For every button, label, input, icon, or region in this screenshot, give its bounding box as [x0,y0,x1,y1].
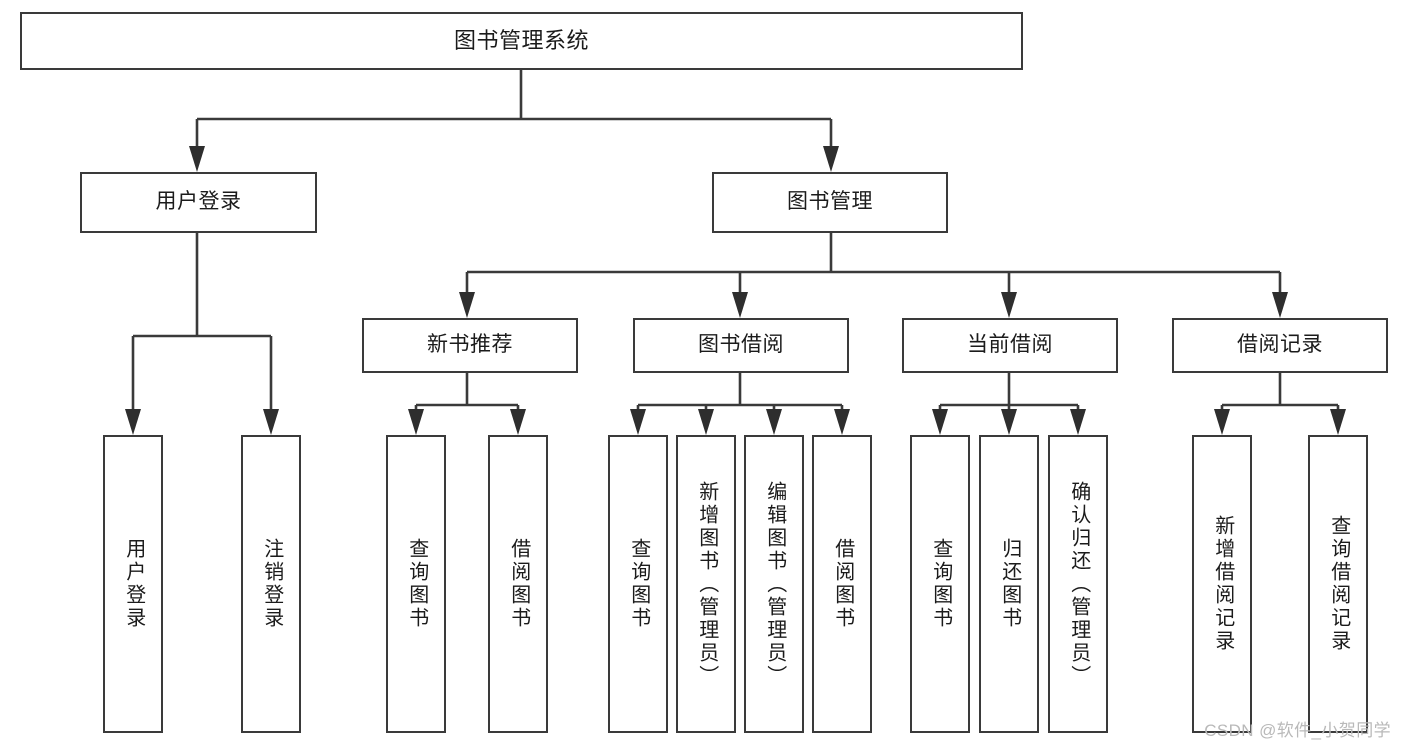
node-book-manage-label: 图书管理 [787,190,873,214]
leaf-edit-book-label: 编辑图书（管理员） [763,480,786,688]
leaf-edit-book[interactable]: 编辑图书（管理员） [744,435,804,733]
leaf-query-book-3[interactable]: 查询图书 [910,435,970,733]
node-borrow-record-label: 借阅记录 [1237,333,1323,357]
leaf-add-record-label: 新增借阅记录 [1211,515,1234,653]
node-current-borrow[interactable]: 当前借阅 [902,318,1118,373]
leaf-user-logout-label: 注销登录 [260,538,283,630]
leaf-return-book-label: 归还图书 [998,538,1021,630]
leaf-query-record-label: 查询借阅记录 [1327,515,1350,653]
leaf-add-record[interactable]: 新增借阅记录 [1192,435,1252,733]
csdn-watermark: CSDN @软件_小贺同学 [1204,721,1391,740]
leaf-user-login-label: 用户登录 [122,538,145,630]
node-book-manage[interactable]: 图书管理 [712,172,948,233]
node-new-book-recommend[interactable]: 新书推荐 [362,318,578,373]
node-current-borrow-label: 当前借阅 [967,333,1053,357]
leaf-query-book-1[interactable]: 查询图书 [386,435,446,733]
node-book-borrow-label: 图书借阅 [698,333,784,357]
node-root-label: 图书管理系统 [453,28,589,54]
node-user-login[interactable]: 用户登录 [80,172,317,233]
node-borrow-record[interactable]: 借阅记录 [1172,318,1388,373]
leaf-borrow-book-1-label: 借阅图书 [507,538,530,630]
leaf-borrow-book-2-label: 借阅图书 [831,538,854,630]
node-root[interactable]: 图书管理系统 [20,12,1023,70]
leaf-add-book-label: 新增图书（管理员） [695,480,718,688]
leaf-query-book-1-label: 查询图书 [405,538,428,630]
leaf-borrow-book-2[interactable]: 借阅图书 [812,435,872,733]
leaf-query-book-3-label: 查询图书 [929,538,952,630]
node-new-book-recommend-label: 新书推荐 [427,333,513,357]
leaf-confirm-return-label: 确认归还（管理员） [1067,480,1090,688]
leaf-user-logout[interactable]: 注销登录 [241,435,301,733]
node-user-login-label: 用户登录 [155,190,242,214]
node-book-borrow[interactable]: 图书借阅 [633,318,849,373]
leaf-query-record[interactable]: 查询借阅记录 [1308,435,1368,733]
leaf-query-book-2-label: 查询图书 [627,538,650,630]
leaf-borrow-book-1[interactable]: 借阅图书 [488,435,548,733]
leaf-user-login[interactable]: 用户登录 [103,435,163,733]
leaf-confirm-return[interactable]: 确认归还（管理员） [1048,435,1108,733]
leaf-return-book[interactable]: 归还图书 [979,435,1039,733]
leaf-add-book[interactable]: 新增图书（管理员） [676,435,736,733]
leaf-query-book-2[interactable]: 查询图书 [608,435,668,733]
